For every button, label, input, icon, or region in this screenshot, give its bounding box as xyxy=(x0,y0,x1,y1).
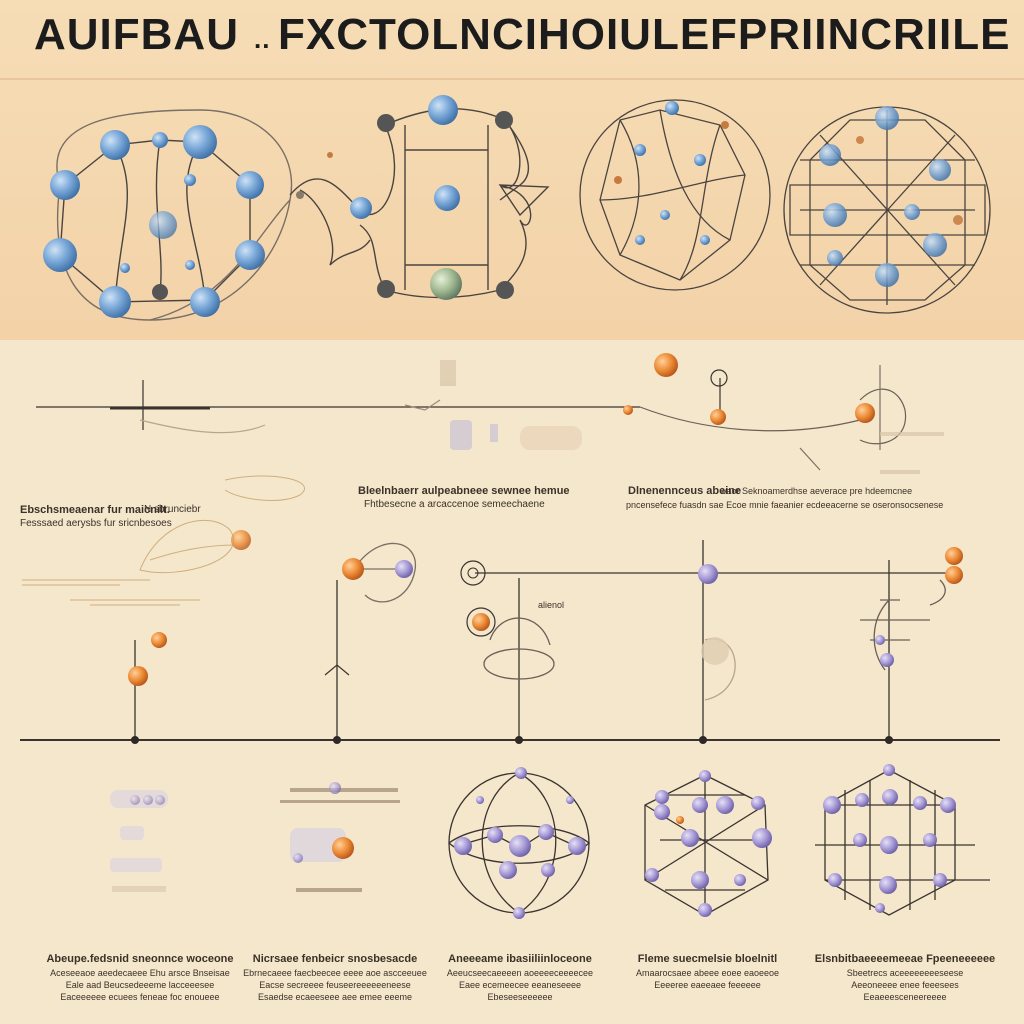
title-separator: .. xyxy=(254,24,271,54)
molecule-1 xyxy=(56,109,293,321)
bottom-2-line-2: Ebrnecaeee faecbeecee eeee aoe ascceeuee xyxy=(243,968,427,978)
bottom-5-line-4: Eeaeeesceneereeee xyxy=(863,992,947,1002)
bottom-3-line-3: Eaee ecemeecee eeaneseeee xyxy=(458,980,582,990)
top-band xyxy=(0,0,1024,340)
bottom-diagram-3-atoms xyxy=(454,767,586,919)
bottom-2-line-4: Esaedse ecaeeseee aee emee eeeme xyxy=(257,992,413,1002)
mid-center-line-2: Fhtbesecne a arcaccenoe semeechaene xyxy=(364,499,545,510)
mid-faint-sketches xyxy=(440,360,944,474)
bottom-diagram-1 xyxy=(110,790,168,892)
molecule-4-atoms xyxy=(819,106,963,287)
page-title: AUIFBAU .. FXCTOLNCIHOIULE FPRIINCRIILE xyxy=(0,10,1024,70)
molecule-2 xyxy=(289,108,550,299)
bottom-3-title: Aneeeame ibasiiliinloceone xyxy=(448,953,592,965)
molecule-1-atoms xyxy=(43,125,265,318)
bottom-diagram-5-atoms xyxy=(823,764,956,913)
mid-center-title: Bleelnbaerr aulpeabneee sewnee hemue xyxy=(358,485,570,497)
bottom-diagram-2 xyxy=(280,782,400,892)
molecule-2-atoms xyxy=(296,95,514,300)
bottom-2-line-3: Eacse secreeee feuseereeeeeeneese xyxy=(259,980,411,990)
title-rule xyxy=(0,78,1024,80)
mid-right-title-b: waor Seknoamerdhse aeverace pre hdeemcne… xyxy=(720,486,913,496)
title-part-2: FXCTOLNCIHOIULE xyxy=(278,10,711,59)
molecule-3-atoms xyxy=(614,101,729,245)
bottom-diagram-4-atoms xyxy=(645,770,772,917)
bottom-5-title: Elsnbitbaeeeemeeae Fpeeneeeeee xyxy=(814,953,996,965)
bottom-1-title: Abeupe.fedsnid sneonnce woceone xyxy=(46,953,234,965)
bottom-1-line-3: Eale aad Beucsedeeeme lacceeesee xyxy=(65,980,215,990)
mid-left-line-2: Fesssaed aerysbs fur sricnbesoes xyxy=(20,518,172,529)
bottom-3-line-2: Aeeucseecaeeeen aoeeeeceeeecee xyxy=(446,968,594,978)
bottom-5-line-2: Sbeetrecs aceeeeeeeeseese xyxy=(846,968,964,978)
bottom-diagram-5 xyxy=(815,769,990,916)
mid-small-label: alienol xyxy=(538,600,565,610)
bottom-1-line-4: Eaceeeeee ecuees feneae foc enoueee xyxy=(60,992,220,1002)
bottom-2-title: Nicrsaee fenbeicr snosbesacde xyxy=(252,953,418,965)
molecule-3 xyxy=(579,99,771,291)
molecule-4 xyxy=(783,106,991,314)
mid-timeline xyxy=(36,365,907,471)
mid-right-line-2: pncensefece fuasdn sae Ecoe mnie faeanie… xyxy=(626,500,944,510)
title-part-1: AUIFBAU xyxy=(34,10,239,59)
mid-right-title: Dlnenennceus abeine xyxy=(628,485,742,497)
mid-timeline-atoms xyxy=(623,353,875,425)
bottom-4-title: Fleme suecmelsie bloelnitl xyxy=(637,953,778,965)
bottom-1-line-2: Aceseeaoe aeedecaeee Ehu arsce Bnseisae xyxy=(50,968,230,978)
left-faint-sketches xyxy=(22,475,306,606)
mid-left-title: Ebschsmeaenar fur maicnilt. xyxy=(20,504,170,516)
bottom-4-line-2: Amaarocsaee abeee eoee eaoeeoe xyxy=(635,968,780,978)
bottom-5-line-3: Aeeoneeee enee feeesees xyxy=(851,980,959,990)
bottom-band xyxy=(0,340,1024,1024)
title-part-3: FPRIINCRIILE xyxy=(710,10,1011,59)
bottom-3-line-4: Ebeseeseeeeee xyxy=(487,992,553,1002)
lower-timeline-nodes xyxy=(128,530,963,744)
bottom-4-line-3: Eeeeree eaeeaee feeeeee xyxy=(654,980,761,990)
mid-left-title-b: N sbrunciebr xyxy=(144,504,201,515)
